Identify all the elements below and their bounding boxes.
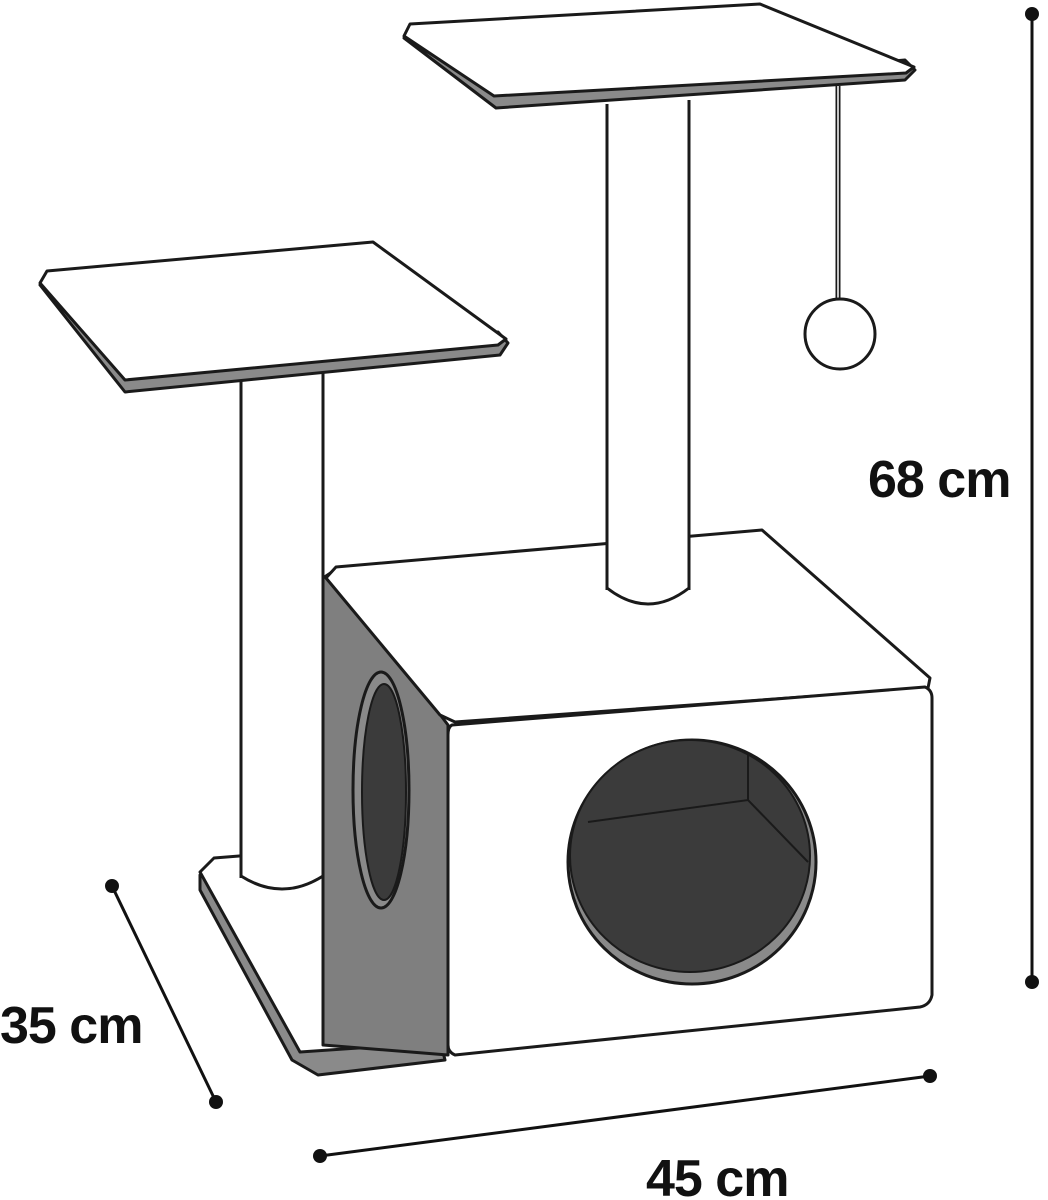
left-post [239, 360, 325, 891]
front-entrance-hole [566, 738, 818, 986]
depth-dimension-line [105, 879, 223, 1109]
width-label: 45 cm [646, 1150, 788, 1200]
height-dimension-line [1025, 7, 1039, 989]
box-top-face [324, 528, 932, 724]
depth-label: 35 cm [0, 997, 142, 1055]
top-platform [402, 2, 917, 110]
width-dimension-line [313, 1069, 937, 1163]
height-label: 68 cm [868, 451, 1010, 509]
hanging-ball-toy [803, 85, 877, 371]
left-platform [38, 240, 510, 394]
tall-post [605, 95, 691, 606]
